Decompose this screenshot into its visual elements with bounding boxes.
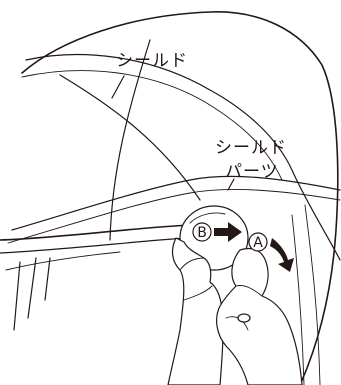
shield-parts-label-line2: パーツ xyxy=(225,157,279,182)
marker-a: A xyxy=(249,233,267,251)
shield-leader-line xyxy=(112,76,124,98)
marker-a-label: A xyxy=(253,235,263,251)
helmet-left-line xyxy=(60,75,200,200)
helmet-right-line xyxy=(305,205,320,385)
right-hand-fingernail xyxy=(238,314,250,322)
shield-lower-lip-2 xyxy=(0,238,185,253)
shield-lower-lip-3 xyxy=(6,252,120,270)
marker-b: B xyxy=(193,223,211,241)
helmet-chin-line-3 xyxy=(45,258,50,300)
shield-lower-lip xyxy=(0,225,190,240)
shield-label: シールド xyxy=(116,46,188,71)
marker-b-label: B xyxy=(197,225,207,241)
shield-parts-label-line1: シールド xyxy=(215,133,287,158)
helmet-chin-line xyxy=(14,262,20,330)
shield-cross-line xyxy=(12,176,340,230)
helmet-chin-line-2 xyxy=(28,258,36,318)
arrow-a xyxy=(270,238,294,272)
